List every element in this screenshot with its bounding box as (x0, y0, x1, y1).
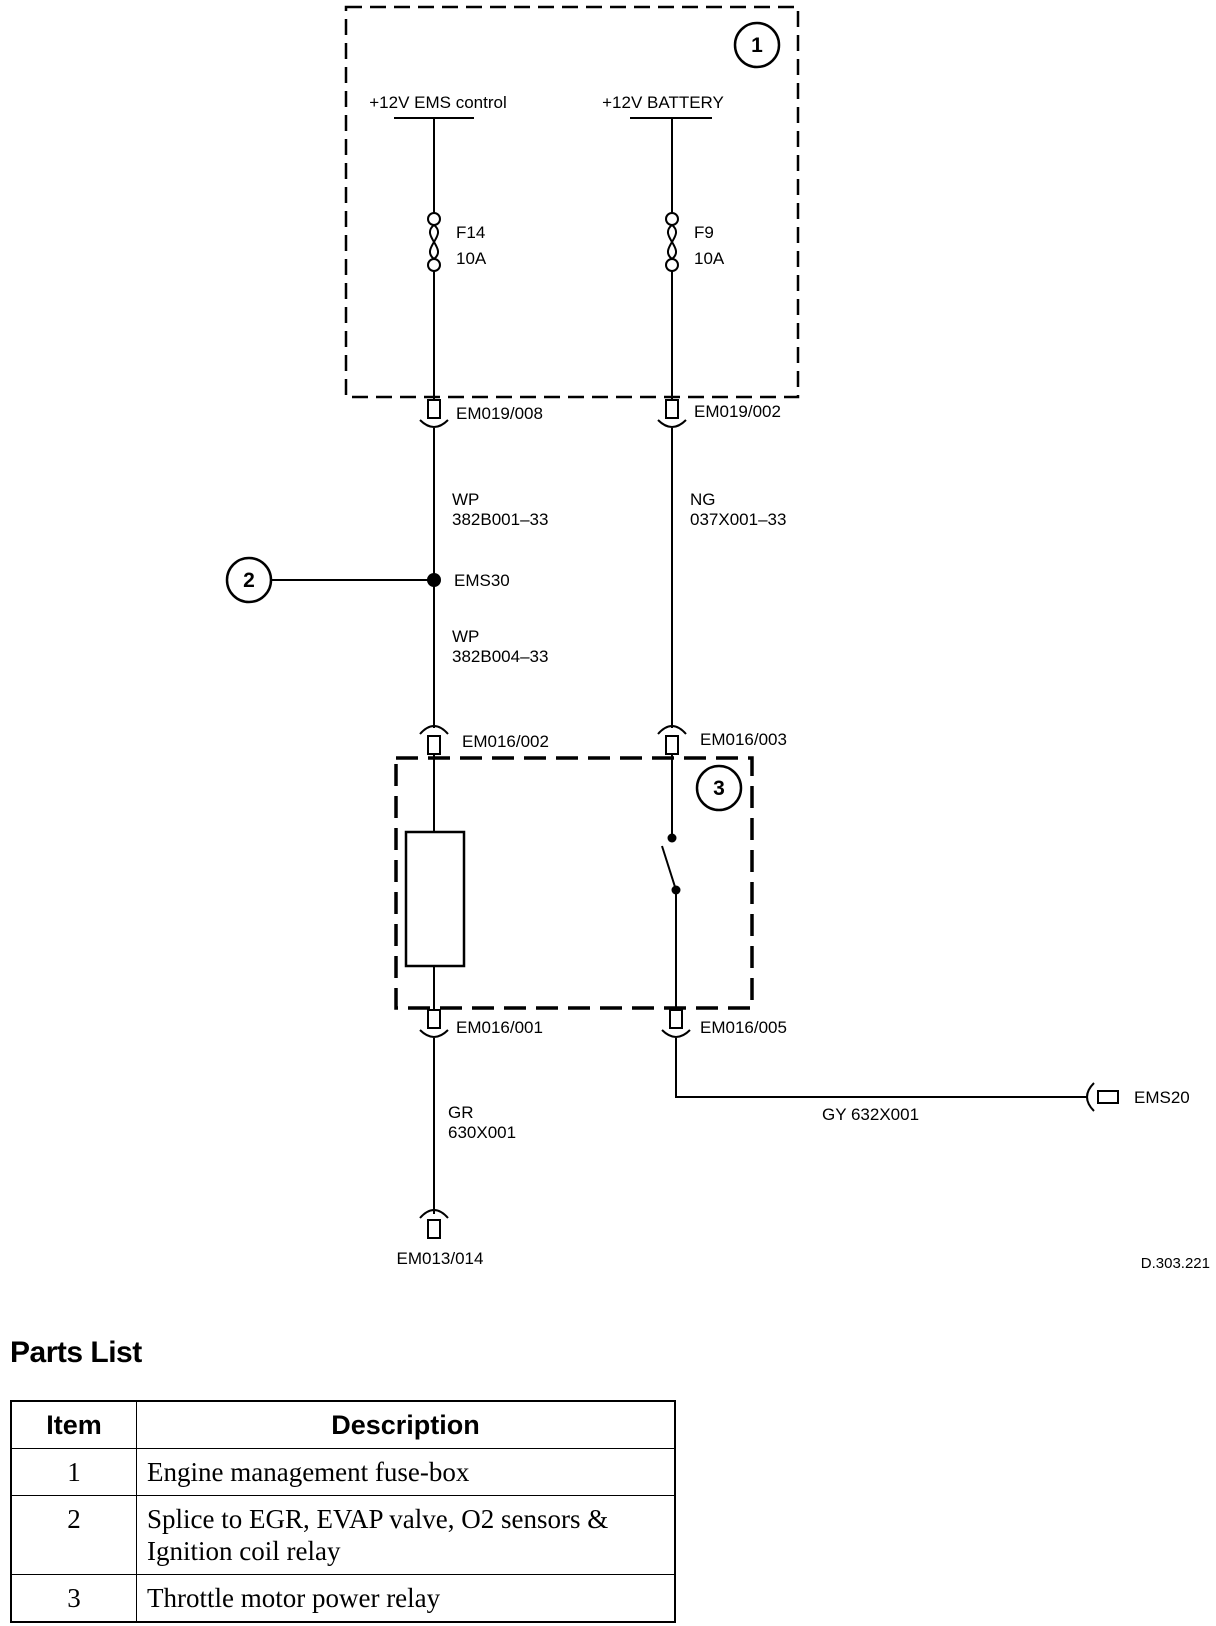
connector-em019-008-label: EM019/008 (456, 404, 543, 423)
table-row: 3 Throttle motor power relay (10, 1574, 676, 1623)
wire-ng-code: 037X001–33 (690, 510, 786, 529)
wire-wp-code-2: 382B004–33 (452, 647, 548, 666)
svg-text:2: 2 (243, 569, 255, 592)
fuse-f14-rating: 10A (456, 249, 487, 268)
wire-gr-code: 630X001 (448, 1123, 516, 1142)
splice-ems30-label: EMS30 (454, 571, 510, 590)
parts-list-table: Item Description 1 Engine management fus… (10, 1400, 676, 1623)
table-header-row: Item Description (10, 1400, 676, 1449)
connector-em016-005 (661, 1009, 691, 1038)
connector-em019-002-label: EM019/002 (694, 402, 781, 421)
fuse-f9-symbol (665, 212, 679, 272)
switch-contact-top (667, 833, 677, 843)
connector-em013-014-label: EM013/014 (397, 1249, 484, 1268)
callout-3: 3 (695, 764, 743, 812)
callout-2: 2 (225, 556, 273, 604)
callout-1: 1 (733, 21, 781, 69)
fuse-f14-symbol (427, 212, 441, 272)
wire-right-lower (675, 1038, 1088, 1098)
fuse-f9-rating: 10A (694, 249, 725, 268)
relay-outline (394, 756, 754, 1010)
connector-em016-005-label: EM016/005 (700, 1018, 787, 1037)
row-description: Throttle motor power relay (136, 1574, 676, 1623)
wire-ng-color: NG (690, 490, 716, 509)
svg-text:3: 3 (713, 777, 725, 800)
supply-ems-control-label: +12V EMS control (369, 93, 507, 112)
row-description: Engine management fuse-box (136, 1448, 676, 1496)
header-description: Description (136, 1400, 676, 1449)
svg-text:1: 1 (751, 34, 763, 57)
connector-em019-002 (657, 399, 687, 428)
connector-ems20 (1086, 1082, 1119, 1112)
connector-em016-001-label: EM016/001 (456, 1018, 543, 1037)
row-item: 2 (10, 1495, 137, 1575)
wiring-diagram: 1 +12V EMS control +12V BATTERY F14 10A … (225, 5, 1210, 1270)
wire-gy-label: GY 632X001 (822, 1105, 919, 1124)
fuse-box-outline (344, 5, 800, 399)
connector-em019-008 (419, 399, 449, 428)
header-item: Item (10, 1400, 137, 1449)
table-row: 1 Engine management fuse-box (10, 1448, 676, 1496)
drawing-reference: D.303.221 (1141, 1255, 1210, 1270)
parts-list-title: Parts List (10, 1336, 142, 1369)
supply-battery-label: +12V BATTERY (602, 93, 724, 112)
connector-em016-003-label: EM016/003 (700, 730, 787, 749)
connector-em016-001 (419, 1009, 449, 1038)
connector-em016-002 (419, 725, 449, 755)
fuse-f9-name: F9 (694, 223, 714, 242)
connector-ems20-label: EMS20 (1134, 1088, 1190, 1107)
row-item: 3 (10, 1574, 137, 1623)
row-item: 1 (10, 1448, 137, 1496)
wire-wp-color-2: WP (452, 627, 479, 646)
wire-wp-color-1: WP (452, 490, 479, 509)
table-row: 2 Splice to EGR, EVAP valve, O2 sensors … (10, 1495, 676, 1575)
fuse-f14-name: F14 (456, 223, 485, 242)
row-description: Splice to EGR, EVAP valve, O2 sensors & … (136, 1495, 676, 1575)
wire-gr-color: GR (448, 1103, 474, 1122)
switch-blade (661, 845, 677, 891)
relay-coil (404, 830, 466, 968)
connector-em016-002-label: EM016/002 (462, 732, 549, 751)
wire-wp-code-1: 382B001–33 (452, 510, 548, 529)
connector-em013-014 (419, 1209, 449, 1239)
connector-em016-003 (657, 725, 687, 755)
